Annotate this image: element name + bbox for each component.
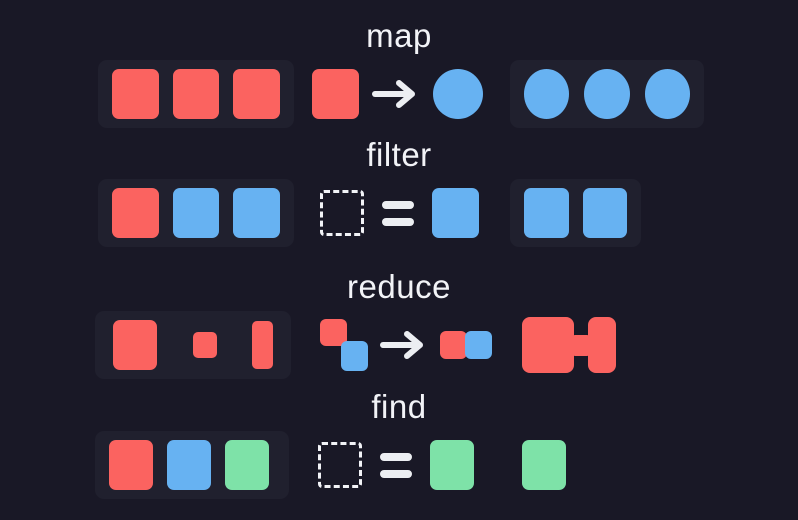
- row-body-filter: [0, 177, 798, 249]
- row-find: find: [0, 387, 798, 505]
- find-input-item-3[interactable]: [225, 440, 269, 490]
- reduce-operator: [312, 311, 492, 379]
- reduce-arrow-right-icon: [380, 328, 428, 362]
- find-predicate-value-icon: [430, 440, 474, 490]
- reduce-result-icon: [440, 331, 494, 361]
- map-output-item-3[interactable]: [644, 69, 690, 119]
- map-operator-output-icon: [433, 69, 483, 119]
- filter-predicate-value-icon: [432, 188, 479, 238]
- map-input-panel: [98, 60, 294, 128]
- find-input-panel: [95, 431, 289, 499]
- reduce-output-part-large: [522, 317, 574, 373]
- map-input-item-3[interactable]: [233, 69, 281, 119]
- row-body-find: [0, 429, 798, 501]
- filter-output-item-1[interactable]: [524, 188, 569, 238]
- reduce-result-blue-icon: [465, 331, 492, 359]
- row-title-reduce: reduce: [347, 268, 451, 305]
- find-predicate-placeholder-icon: [318, 442, 362, 488]
- row-title-filter: filter: [366, 136, 432, 173]
- filter-input-item-3[interactable]: [233, 188, 281, 238]
- find-equals-icon: [380, 452, 412, 478]
- reduce-output-part-small: [570, 335, 592, 356]
- find-output-panel: [522, 431, 592, 499]
- map-operator: [312, 60, 492, 128]
- reduce-output-item-1[interactable]: [522, 317, 616, 373]
- equals-icon: [382, 200, 414, 226]
- row-body-reduce: [0, 309, 798, 381]
- reduce-accumulator-icon: [320, 319, 378, 373]
- filter-operator: [320, 179, 488, 247]
- row-map: map: [0, 16, 798, 134]
- map-output-panel: [510, 60, 704, 128]
- find-input-item-2[interactable]: [167, 440, 211, 490]
- find-input-item-1[interactable]: [109, 440, 153, 490]
- filter-input-panel: [98, 179, 294, 247]
- arrow-right-icon: [372, 77, 420, 111]
- reduce-input-item-2[interactable]: [192, 332, 217, 358]
- filter-output-panel: [510, 179, 641, 247]
- filter-input-item-2[interactable]: [172, 188, 220, 238]
- map-output-item-2[interactable]: [584, 69, 630, 119]
- filter-predicate-placeholder-icon: [320, 190, 364, 236]
- row-title-find: find: [371, 388, 427, 425]
- map-input-item-1[interactable]: [112, 69, 159, 119]
- map-operator-input-icon: [312, 69, 359, 119]
- filter-input-item-1[interactable]: [112, 188, 159, 238]
- find-output-item-1[interactable]: [522, 440, 566, 490]
- map-output-item-1[interactable]: [524, 69, 570, 119]
- map-input-item-2[interactable]: [172, 69, 220, 119]
- filter-output-item-2[interactable]: [582, 188, 627, 238]
- row-body-map: [0, 58, 798, 130]
- row-title-map: map: [366, 17, 432, 54]
- reduce-input-item-3[interactable]: [252, 321, 273, 369]
- reduce-output-panel: [522, 311, 622, 379]
- reduce-output-part-medium: [588, 317, 616, 373]
- reduce-input-item-1[interactable]: [113, 320, 157, 370]
- reduce-result-red-icon: [440, 331, 467, 359]
- row-filter: filter: [0, 135, 798, 253]
- find-operator: [318, 431, 484, 499]
- reduce-input-panel: [95, 311, 291, 379]
- reduce-accumulator-blue-icon: [341, 341, 368, 371]
- row-reduce: reduce: [0, 267, 798, 385]
